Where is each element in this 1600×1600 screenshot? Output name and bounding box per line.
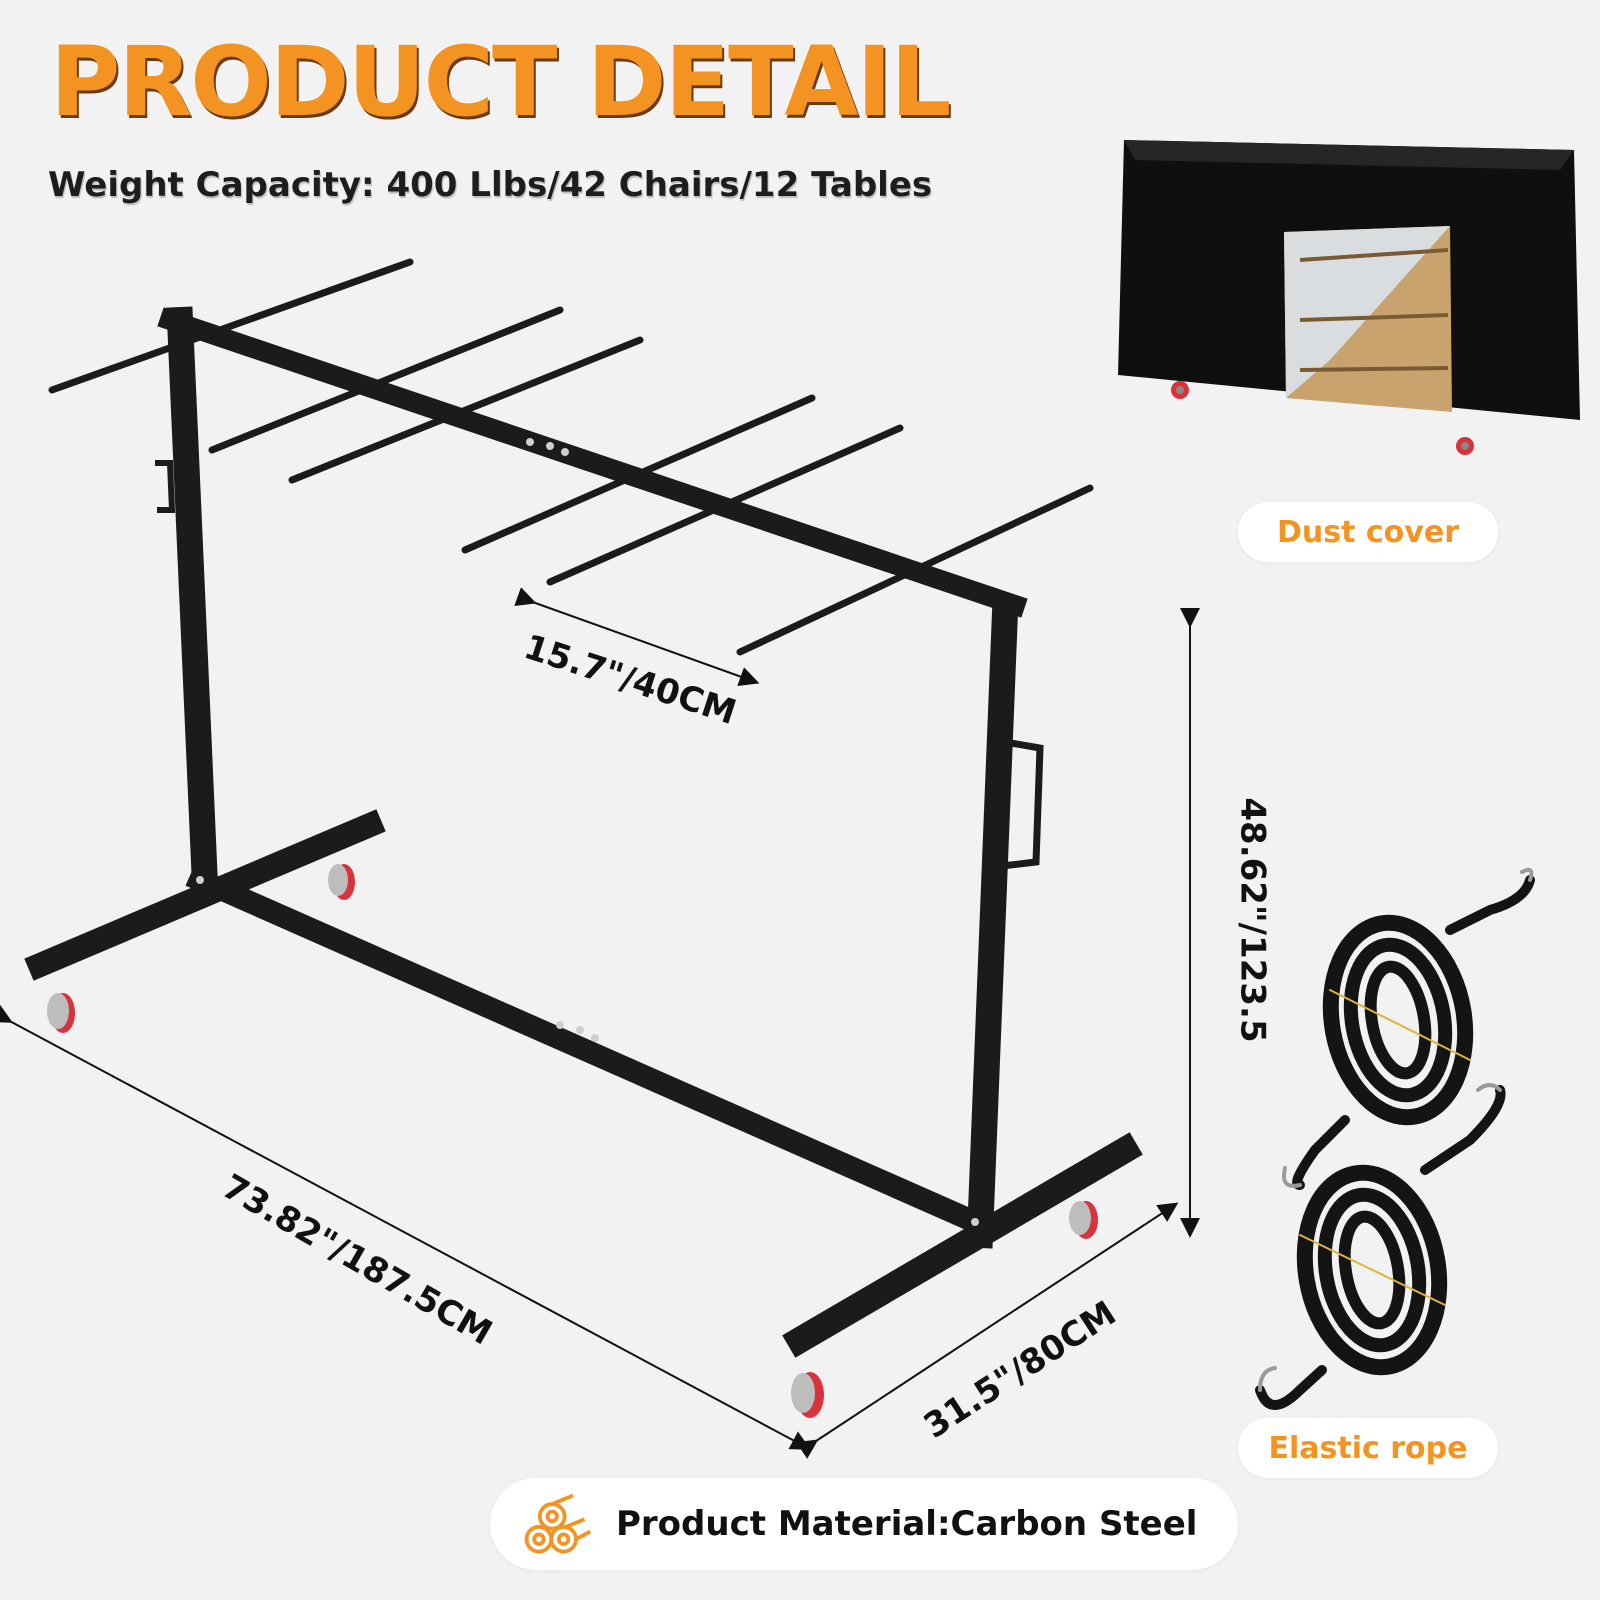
elastic-rope-image (1255, 867, 1535, 1410)
dust-cover-label: Dust cover (1238, 502, 1498, 562)
material-badge: Product Material:Carbon Steel (490, 1478, 1238, 1570)
steel-pipes-icon (524, 1493, 592, 1554)
hanging-arms (48, 258, 1094, 656)
dust-cover-image (1118, 140, 1580, 455)
caster-wheels (47, 864, 1098, 1418)
rack-frame (24, 306, 1143, 1358)
height-label: 48.62"/123.5 (1232, 797, 1273, 1043)
page-title: PRODUCT DETAIL (50, 26, 951, 138)
material-text: Product Material:Carbon Steel (616, 1504, 1198, 1544)
elastic-rope-label: Elastic rope (1238, 1418, 1498, 1478)
dimension-lines (0, 587, 1200, 1459)
weight-capacity-text: Weight Capacity: 400 Llbs/42 Chairs/12 T… (48, 165, 933, 205)
